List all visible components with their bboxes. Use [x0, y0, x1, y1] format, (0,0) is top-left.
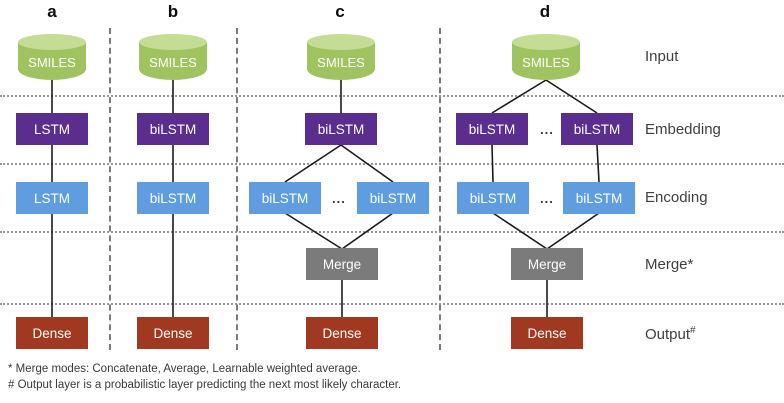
row-label-output-sup: # — [690, 325, 696, 336]
encoding-node-d-right: biLSTM — [563, 182, 635, 214]
connector-line — [284, 212, 343, 250]
connector-line — [341, 212, 394, 250]
input-cylinder-b: SMILES — [139, 34, 207, 80]
cylinder-label: SMILES — [317, 55, 365, 70]
column-label-d: d — [539, 2, 551, 21]
connector-line — [492, 212, 548, 250]
column-label-b: b — [167, 2, 179, 21]
output-node-c: Dense — [306, 317, 378, 349]
column-divider — [439, 28, 441, 350]
row-label-merge: Merge* — [645, 256, 694, 273]
column-label-c: c — [335, 2, 345, 21]
merge-node-c: Merge — [306, 248, 378, 280]
output-node-d: Dense — [511, 317, 583, 349]
row-label-output: Output# — [645, 325, 696, 343]
row-divider — [0, 95, 784, 97]
footnote-merge: * Merge modes: Concatenate, Average, Lea… — [8, 363, 361, 375]
encoding-node-c-left: biLSTM — [249, 182, 321, 214]
embedding-node-a: LSTM — [16, 113, 88, 145]
input-cylinder-a: SMILES — [18, 34, 86, 80]
row-label-embedding: Embedding — [645, 121, 721, 138]
embedding-node-d-right: biLSTM — [561, 113, 633, 145]
connector-line — [491, 79, 547, 114]
column-divider — [236, 28, 238, 350]
merge-node-d: Merge — [511, 248, 583, 280]
row-label-input: Input — [645, 48, 679, 65]
row-divider — [0, 231, 784, 233]
encoding-node-a: LSTM — [16, 182, 88, 214]
cylinder-label: SMILES — [28, 55, 76, 70]
row-label-encoding: Encoding — [645, 189, 708, 206]
column-label-a: a — [47, 2, 57, 21]
encoding-node-b: biLSTM — [137, 182, 209, 214]
footnote-output: # Output layer is a probabilistic layer … — [8, 379, 402, 391]
connector-line — [340, 144, 394, 183]
row-divider — [0, 163, 784, 165]
ellipsis: ... — [332, 191, 346, 206]
row-label-output-text: Output — [645, 326, 691, 343]
encoding-node-c-right: biLSTM — [357, 182, 429, 214]
column-divider — [109, 28, 111, 350]
embedding-node-d-left: biLSTM — [456, 113, 528, 145]
connector-line — [491, 144, 494, 183]
embedding-node-c: biLSTM — [305, 113, 377, 145]
connector-line — [546, 212, 600, 250]
cylinder-label: SMILES — [522, 55, 570, 70]
ellipsis: ... — [540, 122, 554, 137]
row-divider — [0, 303, 784, 305]
encoding-node-d-left: biLSTM — [457, 182, 529, 214]
connector-line — [596, 144, 600, 183]
embedding-node-b: biLSTM — [137, 113, 209, 145]
connector-line — [545, 79, 598, 114]
input-cylinder-d: SMILES — [512, 34, 580, 80]
ellipsis: ... — [540, 191, 554, 206]
cylinder-label: SMILES — [149, 55, 197, 70]
output-node-a: Dense — [16, 317, 88, 349]
connector-line — [284, 144, 342, 183]
input-cylinder-c: SMILES — [307, 34, 375, 80]
output-node-b: Dense — [137, 317, 209, 349]
